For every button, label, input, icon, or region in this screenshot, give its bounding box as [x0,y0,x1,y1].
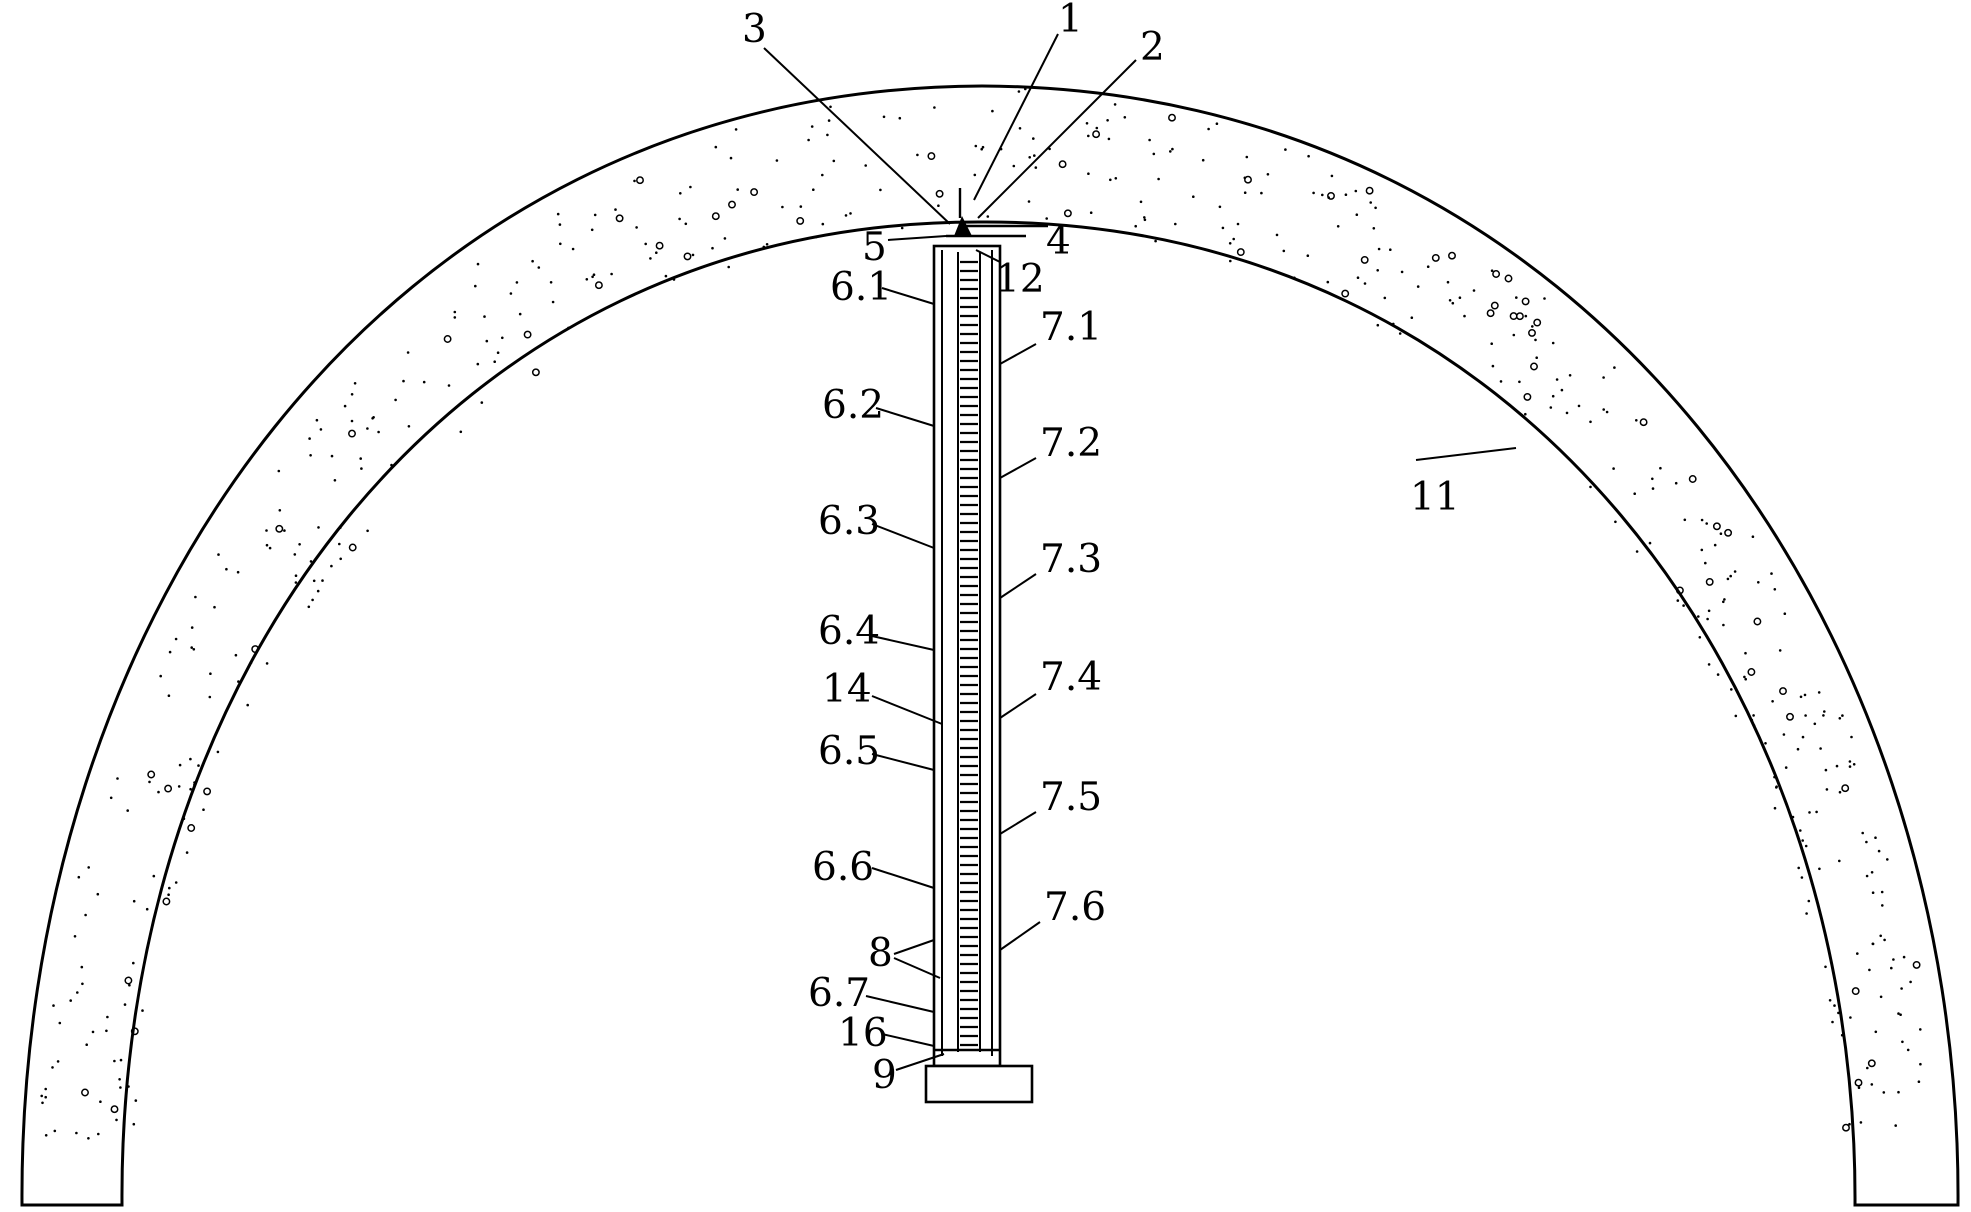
label-8: 8 [868,931,893,976]
label-9: 9 [872,1053,897,1098]
label-7-5: 7.5 [1040,775,1102,820]
label-1: 1 [1058,0,1083,42]
pipe-assembly [926,188,1048,1102]
inner-tube-segments [960,262,978,1045]
label-7-2: 7.2 [1040,421,1102,466]
label-group-left: 6.1 6.2 6.3 6.4 14 6.5 6.6 8 6.7 16 9 [808,265,944,1098]
label-7-1: 7.1 [1040,305,1102,350]
label-7-3: 7.3 [1040,537,1102,582]
label-16: 16 [838,1011,888,1056]
label-12: 12 [995,257,1045,302]
label-6-3: 6.3 [818,499,880,544]
end-block [926,1066,1032,1102]
label-group-right: 7.1 7.2 7.3 7.4 7.5 7.6 [1000,305,1106,950]
label-3: 3 [742,7,767,52]
label-6-4: 6.4 [818,609,880,654]
arch-lining [22,86,1958,1205]
label-5: 5 [862,225,887,270]
label-6-2: 6.2 [822,383,884,428]
label-6-5: 6.5 [818,729,880,774]
label-7-4: 7.4 [1040,655,1102,700]
label-14: 14 [822,667,872,712]
label-7-6: 7.6 [1044,885,1106,930]
label-6-7: 6.7 [808,971,870,1016]
label-4: 4 [1046,219,1071,264]
label-11: 11 [1410,475,1460,520]
label-6-6: 6.6 [812,845,874,890]
label-2: 2 [1140,25,1165,70]
